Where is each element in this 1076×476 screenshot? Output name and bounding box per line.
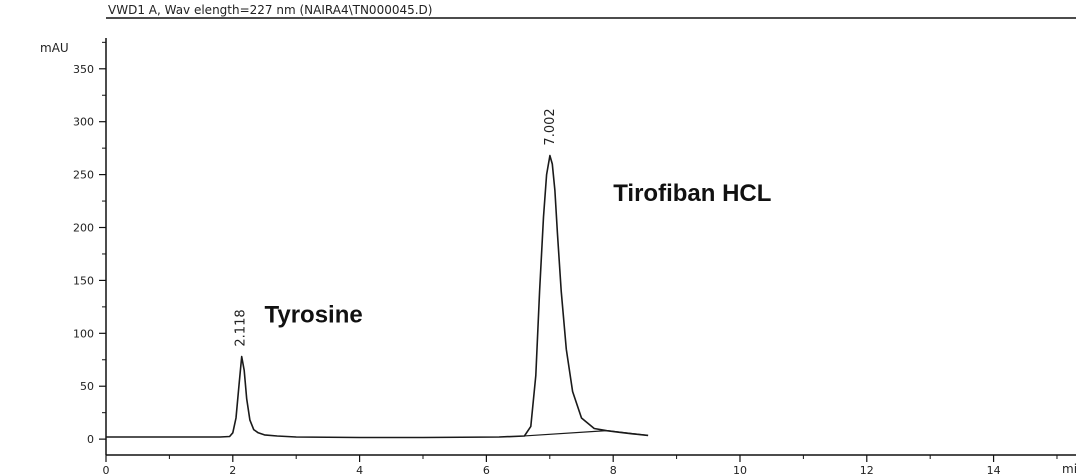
ticks: 0 50 100 150 200 250 300 350 0 2 4 6 8 10 12 14 [73,41,1058,476]
y-tick-label: 350 [73,63,94,76]
chart-title: VWD1 A, Wav elength=227 nm (NAIRA4\TN000… [108,3,432,17]
x-tick-label: 6 [483,464,490,476]
x-axis-label: mi [1062,462,1076,476]
compound-label: Tirofiban HCL [613,180,771,207]
y-tick-label: 50 [80,380,94,393]
x-tick-label: 0 [103,464,110,476]
y-tick-label: 100 [73,327,94,340]
x-tick-label: 10 [733,464,747,476]
y-tick-label: 150 [73,274,94,287]
y-axis-label: mAU [40,41,69,55]
series-layer [106,154,649,439]
x-tick-label: 12 [860,464,874,476]
x-tick-label: 14 [987,464,1001,476]
peak-retention-label: 2.118 [233,309,248,346]
y-tick-label: 300 [73,116,94,129]
x-tick-label: 8 [610,464,617,476]
y-tick-label: 250 [73,169,94,182]
x-tick-label: 4 [356,464,363,476]
integration-baseline [524,430,649,437]
compound-label: Tyrosine [264,302,362,329]
axes [105,17,1076,456]
y-tick-label: 0 [87,433,94,446]
peak-retention-label: 7.002 [543,108,558,145]
series-line-0 [106,154,649,439]
y-tick-label: 200 [73,222,94,235]
x-tick-label: 2 [229,464,236,476]
